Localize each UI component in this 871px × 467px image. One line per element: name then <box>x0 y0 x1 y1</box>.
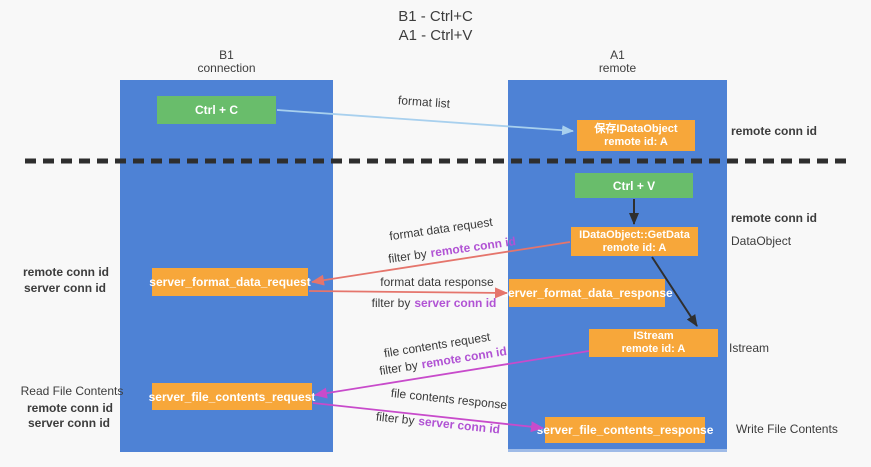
server-file-contents-response-label: server_file_contents_response <box>536 423 714 437</box>
getdata-line2: remote id: A <box>602 241 667 254</box>
right-remote-conn-id-label-mid: remote conn id <box>731 211 818 225</box>
server-file-contents-response-box: server_file_contents_response <box>537 417 713 443</box>
filter-by-text: filter by <box>371 296 411 310</box>
istream-side-label: Istream <box>729 341 770 355</box>
server-format-data-request-box: server_format_data_request <box>149 268 311 296</box>
getdata-line1: IDataObject::GetData <box>579 228 690 241</box>
istream-line2: remote id: A <box>621 343 686 355</box>
left-remote-conn-id-label-top: remote conn id <box>22 265 110 279</box>
left-server-conn-id-label-top: server conn id <box>23 281 107 295</box>
ctrl-v-box: Ctrl + V <box>575 173 693 198</box>
left-column-name: B1 <box>219 48 234 62</box>
diagram-title: B1 - Ctrl+C A1 - Ctrl+V <box>0 7 871 45</box>
getdata-box: IDataObject::GetData remote id: A <box>571 227 698 256</box>
save-dataobject-line1: 保存IDataObject <box>594 122 678 135</box>
title-line-2: A1 - Ctrl+V <box>398 27 473 44</box>
istream-line1: IStream <box>633 330 674 342</box>
server-file-contents-request-label: server_file_contents_request <box>148 389 316 404</box>
server-conn-id-text: server conn id <box>417 413 501 437</box>
ctrl-v-label: Ctrl + V <box>612 178 656 193</box>
save-dataobject-box: 保存IDataObject remote id: A <box>577 120 695 151</box>
ctrl-c-box: Ctrl + C <box>157 96 276 124</box>
remote-conn-id-text: remote conn id <box>429 234 517 260</box>
server-file-contents-request-box: server_file_contents_request <box>149 383 315 410</box>
right-column-name: A1 <box>610 48 625 62</box>
left-column-header: B1 connection <box>120 49 333 75</box>
server-conn-id-text: server conn id <box>414 296 497 310</box>
istream-box: IStream remote id: A <box>589 329 718 357</box>
filter-by-text: filter by <box>378 358 419 378</box>
right-column-header: A1 remote <box>508 49 727 75</box>
save-dataobject-line2: remote id: A <box>604 135 668 148</box>
server-format-data-response-label: server_format_data_response <box>501 286 673 300</box>
server-format-data-response-box: server_format_data_response <box>501 279 673 307</box>
right-column-subtitle: remote <box>598 61 637 75</box>
filter-by-text: filter by <box>387 246 428 266</box>
read-file-contents-label: Read File Contents <box>20 384 124 398</box>
left-remote-conn-id-label-bottom: remote conn id <box>26 401 114 415</box>
right-remote-conn-id-label-top: remote conn id <box>731 124 818 138</box>
left-column-subtitle: connection <box>197 61 256 75</box>
format-data-response-label: format data response <box>380 275 494 289</box>
file-contents-response-label: file contents response <box>390 385 508 413</box>
format-list-label: format list <box>397 93 451 111</box>
ctrl-c-label: Ctrl + C <box>194 103 238 117</box>
left-server-conn-id-label-bottom: server conn id <box>27 416 111 430</box>
format-data-response-arrow <box>308 287 508 299</box>
dataobject-label: DataObject <box>731 234 792 248</box>
server-format-data-request-label: server_format_data_request <box>149 275 311 289</box>
write-file-contents-label: Write File Contents <box>736 422 838 436</box>
title-line-1: B1 - Ctrl+C <box>398 8 473 25</box>
filter-by-text: filter by <box>375 409 416 428</box>
